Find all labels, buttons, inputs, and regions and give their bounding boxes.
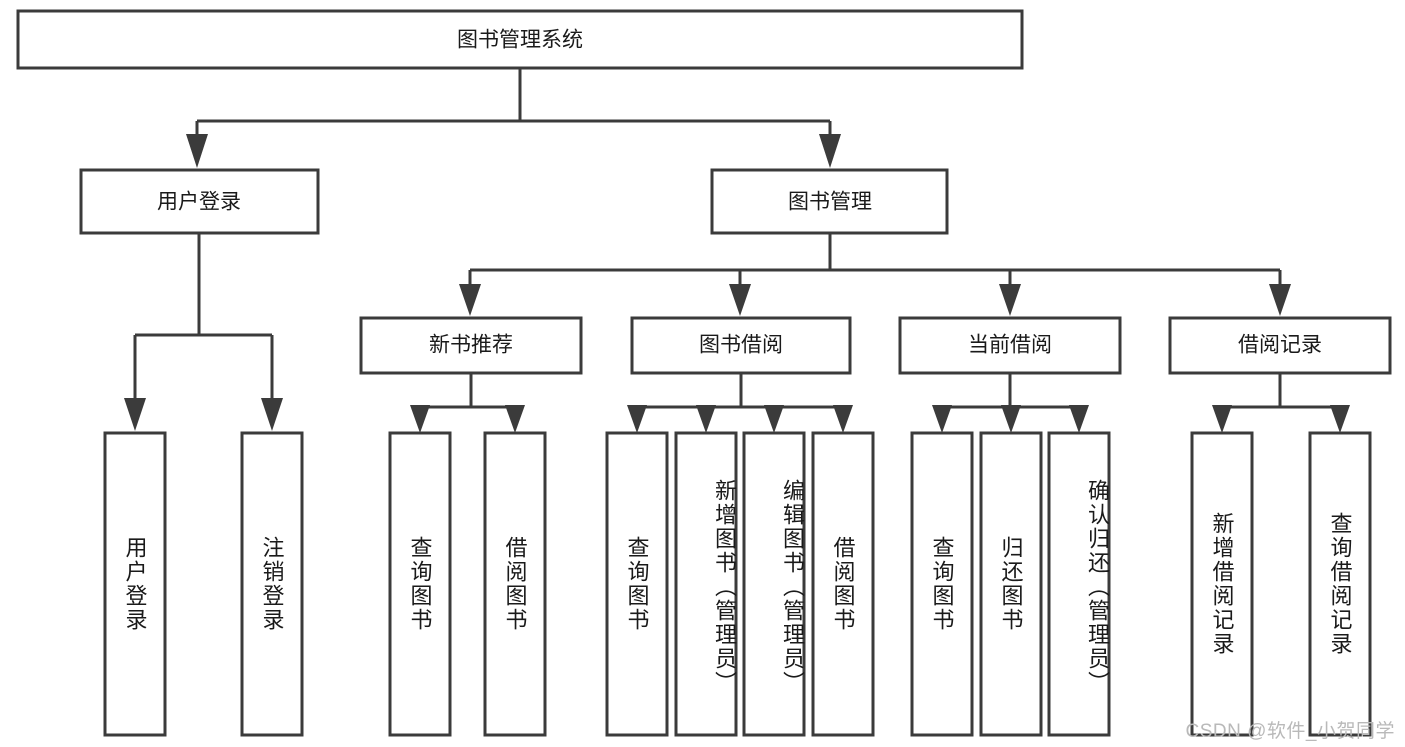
arrowhead-new-book-recommend — [459, 284, 481, 316]
arrowhead-current-borrow — [999, 284, 1021, 316]
leaf-box-query-book-1[interactable] — [388, 431, 452, 737]
arrowhead-leaf-confirm-return — [1069, 405, 1089, 433]
node-borrow-record[interactable]: 借阅记录 — [1168, 316, 1392, 375]
node-root-box[interactable] — [16, 9, 1024, 70]
leaf-box-edit-book[interactable] — [742, 431, 806, 737]
arrowhead-leaf-logout-login — [261, 398, 283, 431]
arrowhead-book-manage — [819, 134, 841, 168]
node-current-borrow-label: 当前借阅 — [968, 334, 1052, 357]
node-user-login[interactable]: 用户登录 — [79, 168, 320, 235]
arrowhead-leaf-query-record — [1330, 405, 1350, 433]
arrowhead-leaf-query-book-2 — [627, 405, 647, 433]
arrowhead-leaf-return-book — [1001, 405, 1021, 433]
node-borrow-record-label: 借阅记录 — [1238, 334, 1322, 357]
csdn-watermark: CSDN @软件_小贺同学 — [1185, 721, 1395, 742]
leaf-box-borrow-book-1[interactable] — [483, 431, 547, 737]
arrowhead-leaf-edit-book — [764, 405, 784, 433]
node-current-borrow-box[interactable] — [898, 316, 1122, 375]
leaf-box-borrow-book-2[interactable] — [811, 431, 875, 737]
leaf-box-return-book[interactable] — [979, 431, 1043, 737]
node-book-borrow[interactable]: 图书借阅 — [630, 316, 852, 375]
node-book-borrow-box[interactable] — [630, 316, 852, 375]
arrowhead-leaf-borrow-book-1 — [505, 405, 525, 433]
node-new-book-recommend-label: 新书推荐 — [429, 334, 513, 357]
leaf-box-query-book-2[interactable] — [605, 431, 669, 737]
arrowhead-book-borrow — [729, 284, 751, 316]
arrowhead-borrow-record — [1269, 284, 1291, 316]
node-book-manage-box[interactable] — [710, 168, 949, 235]
node-new-book-recommend-box[interactable] — [359, 316, 583, 375]
leaf-box-add-record[interactable] — [1190, 431, 1254, 737]
arrowhead-leaf-user-login — [124, 398, 146, 431]
node-current-borrow[interactable]: 当前借阅 — [898, 316, 1122, 375]
leaf-box-user-login[interactable] — [103, 431, 167, 737]
node-root-label: 图书管理系统 — [457, 29, 583, 52]
arrowhead-leaf-add-book — [696, 405, 716, 433]
leaf-box-add-book[interactable] — [674, 431, 738, 737]
node-user-login-label: 用户登录 — [157, 191, 241, 214]
arrowhead-leaf-query-book-1 — [410, 405, 430, 433]
arrowhead-leaf-borrow-book-2 — [833, 405, 853, 433]
node-new-book-recommend[interactable]: 新书推荐 — [359, 316, 583, 375]
arrowhead-leaf-add-record — [1212, 405, 1232, 433]
arrowhead-leaf-query-book-3 — [932, 405, 952, 433]
leaf-box-confirm-return[interactable] — [1047, 431, 1111, 737]
node-root[interactable]: 图书管理系统 — [16, 9, 1024, 70]
arrowhead-user-login — [186, 134, 208, 168]
node-book-manage-label: 图书管理 — [788, 191, 872, 214]
node-borrow-record-box[interactable] — [1168, 316, 1392, 375]
leaf-box-query-record[interactable] — [1308, 431, 1372, 737]
leaf-box-query-book-3[interactable] — [910, 431, 974, 737]
node-book-manage[interactable]: 图书管理 — [710, 168, 949, 235]
node-book-borrow-label: 图书借阅 — [699, 334, 783, 357]
leaf-box-logout-login[interactable] — [240, 431, 304, 737]
